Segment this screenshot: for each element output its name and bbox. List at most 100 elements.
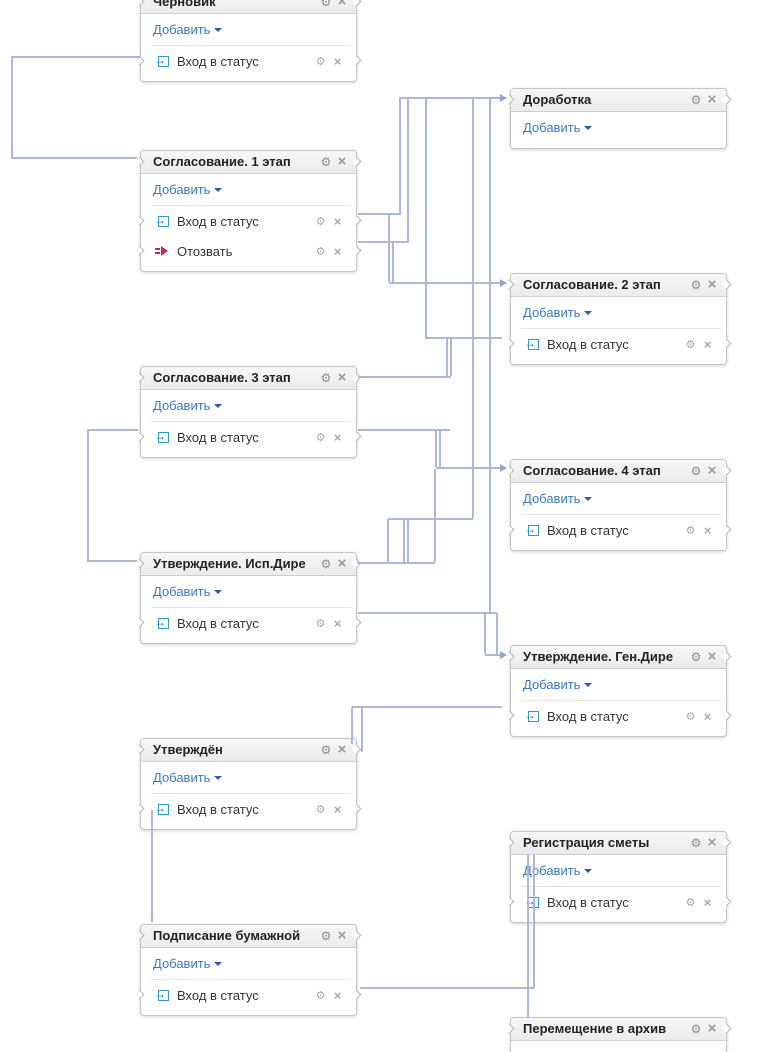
- close-icon[interactable]: ×: [337, 369, 347, 386]
- connector-port-icon[interactable]: [351, 156, 362, 167]
- gear-icon[interactable]: ⚙: [320, 743, 332, 757]
- close-icon[interactable]: ×: [707, 462, 717, 479]
- close-icon[interactable]: ×: [703, 894, 712, 910]
- connector-port-icon[interactable]: [351, 215, 362, 226]
- close-icon[interactable]: ×: [333, 243, 342, 259]
- connector-port-icon[interactable]: [351, 617, 362, 628]
- close-icon[interactable]: ×: [707, 1020, 717, 1037]
- close-icon[interactable]: ×: [707, 834, 717, 851]
- connector-port-icon[interactable]: [351, 558, 362, 569]
- add-link[interactable]: Добавить: [153, 22, 223, 37]
- gear-icon[interactable]: ⚙: [315, 245, 326, 258]
- add-link[interactable]: Добавить: [153, 956, 223, 971]
- connector-port-icon[interactable]: [134, 215, 145, 226]
- gear-icon[interactable]: ⚙: [320, 929, 332, 943]
- status-card-header[interactable]: Перемещение в архив ⚙ ×: [504, 1018, 732, 1041]
- connector-port-icon[interactable]: [134, 55, 145, 66]
- add-link[interactable]: Добавить: [523, 677, 593, 692]
- close-icon[interactable]: ×: [707, 91, 717, 108]
- status-card-header[interactable]: Согласование. 4 этап ⚙ ×: [504, 460, 732, 483]
- action-row[interactable]: → Вход в статус ⚙ ×: [504, 887, 732, 917]
- add-link[interactable]: Добавить: [523, 305, 593, 320]
- connector-port-icon[interactable]: [721, 279, 732, 290]
- connector-port-icon[interactable]: [721, 338, 732, 349]
- close-icon[interactable]: ×: [703, 522, 712, 538]
- close-icon[interactable]: ×: [337, 927, 347, 944]
- action-row[interactable]: → Вход в статус ⚙ ×: [134, 46, 362, 76]
- connector-port-icon[interactable]: [351, 55, 362, 66]
- status-card-header[interactable]: Утверждение. Исп.Дире ⚙ ×: [134, 553, 362, 576]
- connector-port-icon[interactable]: [721, 837, 732, 848]
- close-icon[interactable]: ×: [333, 615, 342, 631]
- add-link[interactable]: Добавить: [153, 182, 223, 197]
- status-card-header[interactable]: Регистрация сметы ⚙ ×: [504, 832, 732, 855]
- close-icon[interactable]: ×: [337, 741, 347, 758]
- connector-port-icon[interactable]: [351, 803, 362, 814]
- status-card-header[interactable]: Согласование. 3 этап ⚙ ×: [134, 367, 362, 390]
- gear-icon[interactable]: ⚙: [320, 557, 332, 571]
- gear-icon[interactable]: ⚙: [685, 338, 696, 351]
- add-link[interactable]: Добавить: [153, 770, 223, 785]
- connector-port-icon[interactable]: [134, 803, 145, 814]
- status-card-header[interactable]: Утверждён ⚙ ×: [134, 739, 362, 762]
- close-icon[interactable]: ×: [333, 429, 342, 445]
- connector-port-icon[interactable]: [504, 896, 515, 907]
- action-row[interactable]: Отозвать ⚙ ×: [134, 236, 362, 266]
- gear-icon[interactable]: ⚙: [690, 1022, 702, 1036]
- gear-icon[interactable]: ⚙: [690, 464, 702, 478]
- add-link[interactable]: Добавить: [523, 863, 593, 878]
- gear-icon[interactable]: ⚙: [690, 93, 702, 107]
- close-icon[interactable]: ×: [333, 53, 342, 69]
- connector-port-icon[interactable]: [351, 744, 362, 755]
- close-icon[interactable]: ×: [337, 555, 347, 572]
- connector-port-icon[interactable]: [721, 1023, 732, 1034]
- connector-port-icon[interactable]: [134, 431, 145, 442]
- status-card-header[interactable]: Согласование. 1 этап ⚙ ×: [134, 151, 362, 174]
- connector-port-icon[interactable]: [351, 372, 362, 383]
- status-card-header[interactable]: Черновик ⚙ ×: [134, 0, 362, 14]
- action-row[interactable]: → Вход в статус ⚙ ×: [134, 980, 362, 1010]
- action-row[interactable]: → Вход в статус ⚙ ×: [504, 515, 732, 545]
- connector-port-icon[interactable]: [351, 989, 362, 1000]
- close-icon[interactable]: ×: [337, 153, 347, 170]
- close-icon[interactable]: ×: [703, 336, 712, 352]
- connector-port-icon[interactable]: [721, 465, 732, 476]
- add-link[interactable]: Добавить: [523, 120, 593, 135]
- action-row[interactable]: → Вход в статус ⚙ ×: [504, 329, 732, 359]
- action-row[interactable]: → Вход в статус ⚙ ×: [134, 422, 362, 452]
- connector-port-icon[interactable]: [504, 710, 515, 721]
- add-link[interactable]: Добавить: [523, 491, 593, 506]
- connector-port-icon[interactable]: [504, 338, 515, 349]
- status-card-header[interactable]: Доработка ⚙ ×: [504, 89, 732, 112]
- connector-port-icon[interactable]: [721, 710, 732, 721]
- status-card-header[interactable]: Подписание бумажной ⚙ ×: [134, 925, 362, 948]
- connector-port-icon[interactable]: [351, 0, 362, 7]
- connector-port-icon[interactable]: [351, 930, 362, 941]
- gear-icon[interactable]: ⚙: [690, 650, 702, 664]
- connector-port-icon[interactable]: [134, 245, 145, 256]
- gear-icon[interactable]: ⚙: [320, 371, 332, 385]
- connector-port-icon[interactable]: [351, 431, 362, 442]
- gear-icon[interactable]: ⚙: [685, 524, 696, 537]
- action-row[interactable]: → Вход в статус ⚙ ×: [504, 701, 732, 731]
- status-card-header[interactable]: Утверждение. Ген.Дире ⚙ ×: [504, 646, 732, 669]
- gear-icon[interactable]: ⚙: [320, 155, 332, 169]
- connector-port-icon[interactable]: [134, 617, 145, 628]
- gear-icon[interactable]: ⚙: [685, 896, 696, 909]
- connector-port-icon[interactable]: [134, 989, 145, 1000]
- gear-icon[interactable]: ⚙: [315, 803, 326, 816]
- close-icon[interactable]: ×: [703, 708, 712, 724]
- gear-icon[interactable]: ⚙: [315, 617, 326, 630]
- connector-port-icon[interactable]: [721, 651, 732, 662]
- gear-icon[interactable]: ⚙: [690, 836, 702, 850]
- action-row[interactable]: → Вход в статус ⚙ ×: [134, 206, 362, 236]
- connector-port-icon[interactable]: [721, 524, 732, 535]
- add-link[interactable]: Добавить: [153, 398, 223, 413]
- status-card-header[interactable]: Согласование. 2 этап ⚙ ×: [504, 274, 732, 297]
- action-row[interactable]: → Вход в статус ⚙ ×: [134, 794, 362, 824]
- close-icon[interactable]: ×: [333, 801, 342, 817]
- close-icon[interactable]: ×: [333, 987, 342, 1003]
- close-icon[interactable]: ×: [333, 213, 342, 229]
- action-row[interactable]: → Вход в статус ⚙ ×: [134, 608, 362, 638]
- gear-icon[interactable]: ⚙: [315, 989, 326, 1002]
